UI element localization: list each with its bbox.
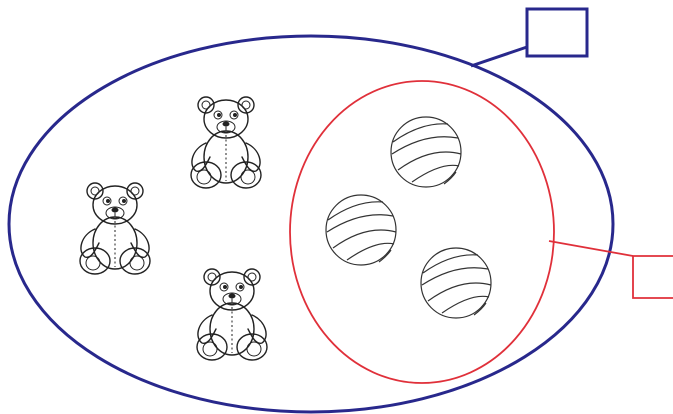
teddy-bear-icon: [80, 183, 150, 274]
inner-label-connector: [549, 241, 633, 256]
outer-label-box[interactable]: [527, 9, 587, 56]
outer-label-connector: [471, 47, 527, 66]
striped-ball-icon: [421, 248, 491, 318]
inner-set-ellipse: [290, 81, 554, 383]
striped-ball-icon: [391, 117, 461, 187]
teddy-bear-icon: [197, 269, 267, 360]
inner-label-box[interactable]: [633, 256, 673, 298]
teddy-bear-icon: [191, 97, 261, 188]
striped-ball-icon: [326, 195, 396, 265]
